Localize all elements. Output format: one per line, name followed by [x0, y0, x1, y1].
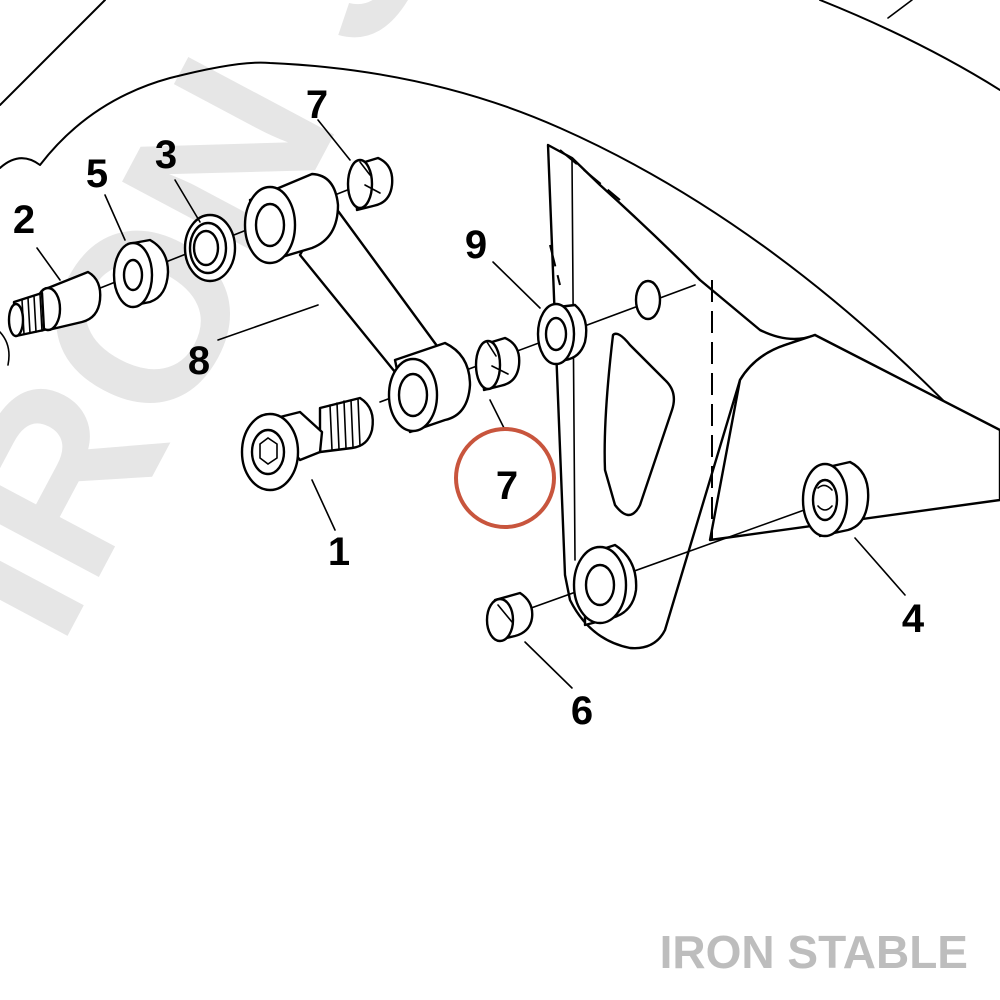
watermark-text: IRON SIX — [0, 0, 600, 674]
callout-3: 3 — [155, 133, 177, 177]
part-8-link-arm — [243, 172, 472, 434]
part-9-flanged-bushing — [536, 279, 662, 366]
callout-1: 1 — [328, 530, 350, 574]
part-5-spacer — [112, 238, 170, 309]
callout-7-top: 7 — [306, 83, 328, 127]
callout-6: 6 — [571, 689, 593, 733]
callout-5: 5 — [86, 152, 108, 196]
brand-label: IRON STABLE — [660, 926, 968, 978]
part-1-shoulder-bolt — [240, 396, 374, 492]
callout-numbers: 1 2 3 4 5 6 7 7 8 9 — [13, 83, 925, 733]
bracket-boss — [572, 543, 638, 627]
part-7-sleeve-top — [346, 156, 394, 212]
part-4-flange-nut — [801, 460, 870, 538]
leader-lines — [36, 119, 906, 689]
callout-7-highlighted: 7 — [496, 464, 518, 508]
highlight-circle — [454, 427, 556, 529]
callout-4: 4 — [902, 597, 925, 641]
part-3-washer — [183, 213, 237, 283]
part-2-stud — [0, 270, 102, 366]
rotor-outline — [0, 0, 1000, 461]
callout-8: 8 — [188, 339, 210, 383]
part-6-bushing — [485, 591, 534, 643]
callout-2: 2 — [13, 198, 35, 242]
callout-9: 9 — [465, 223, 487, 267]
watermark: IRON SIX — [0, 0, 600, 674]
caliper-bracket — [546, 143, 1000, 650]
part-7-sleeve-highlighted — [474, 336, 521, 392]
